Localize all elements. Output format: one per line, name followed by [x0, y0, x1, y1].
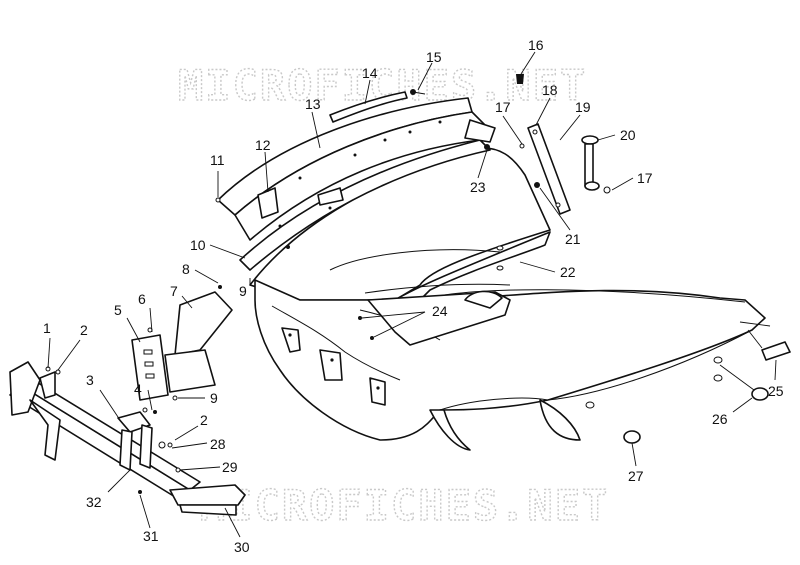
callout-14: 14 [362, 65, 378, 81]
callout-9a: 9 [210, 390, 218, 406]
callout-11: 11 [210, 152, 225, 168]
callout-7: 7 [170, 283, 178, 299]
callout-15: 15 [426, 49, 442, 65]
hood-strut-bracket [527, 123, 571, 215]
callout-13: 13 [305, 96, 321, 112]
callout-26: 26 [712, 411, 728, 427]
callout-24: 24 [432, 303, 448, 319]
callout-17b: 17 [637, 170, 653, 186]
callout-8: 8 [182, 261, 190, 277]
callout-18: 18 [542, 82, 558, 98]
hood-fasteners [215, 74, 540, 249]
callout-30: 30 [234, 539, 250, 555]
windshield-trim-assembly [217, 97, 496, 271]
callout-19: 19 [575, 99, 591, 115]
leader-lines [47, 51, 777, 538]
callout-25: 25 [768, 383, 784, 399]
callout-5: 5 [114, 302, 122, 318]
callout-12: 12 [255, 137, 271, 153]
callout-2: 2 [80, 322, 88, 338]
callout-4: 4 [134, 381, 142, 397]
end-cap-strip [761, 341, 791, 361]
plug-26 [751, 387, 769, 401]
callout-29: 29 [222, 459, 238, 475]
callout-23: 23 [470, 179, 486, 195]
latch-pin [581, 135, 611, 194]
callout-3: 3 [86, 372, 94, 388]
callouts: 1 2 3 4 5 6 7 8 9 9 10 11 12 13 14 15 16… [43, 37, 784, 555]
watermark-bottom: MICROFICHES.NET [200, 481, 609, 530]
callout-20: 20 [620, 127, 636, 143]
callout-27: 27 [628, 468, 644, 484]
callout-2b: 2 [200, 412, 208, 428]
plug-27 [623, 430, 641, 444]
front-bumper-frame [9, 285, 246, 516]
callout-16: 16 [528, 37, 544, 53]
callout-32: 32 [86, 494, 102, 510]
callout-17a: 17 [495, 99, 511, 115]
callout-31: 31 [143, 528, 159, 544]
callout-9b: 9 [239, 283, 247, 299]
trim-strip [329, 91, 408, 123]
hood-body-shell [249, 147, 766, 451]
callout-22: 22 [560, 264, 576, 280]
callout-6: 6 [138, 291, 146, 307]
callout-21: 21 [565, 231, 581, 247]
callout-28: 28 [210, 436, 226, 452]
callout-1: 1 [43, 320, 51, 336]
callout-10: 10 [190, 237, 206, 253]
